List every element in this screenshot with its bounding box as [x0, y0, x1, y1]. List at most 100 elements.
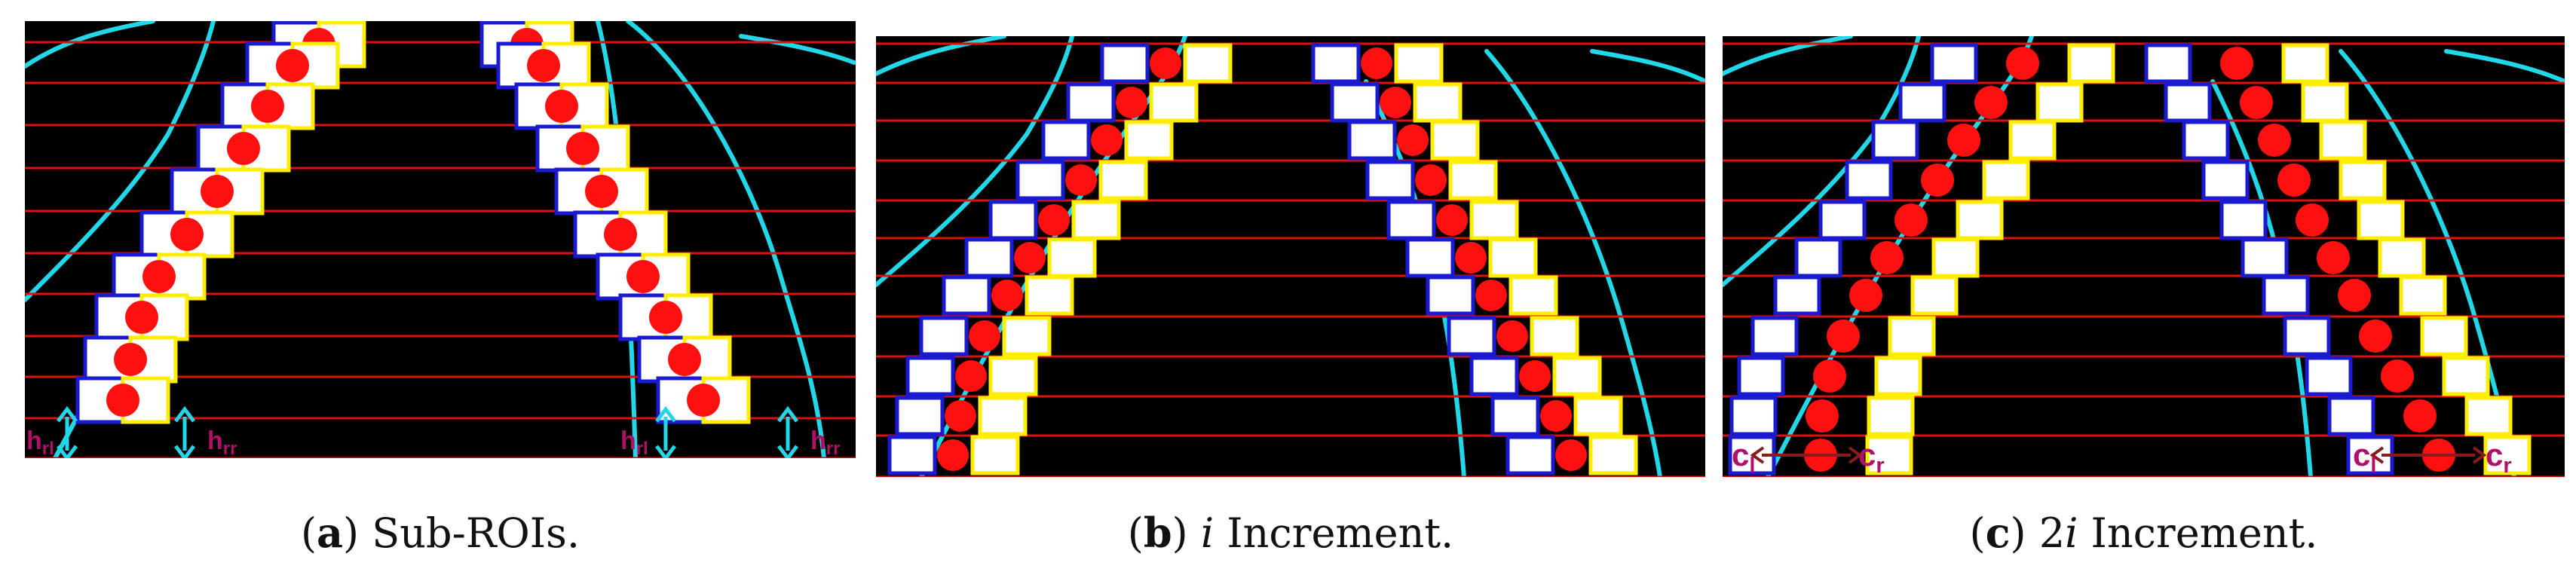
- lane-boundary-curve: [25, 21, 216, 302]
- window-center-dot: [2240, 86, 2273, 119]
- window-center-dot: [1947, 124, 1980, 157]
- sub-roi-box: [1865, 435, 1913, 476]
- lane-boundary-curve: [25, 21, 155, 69]
- panel-b-canvas: [876, 36, 1705, 477]
- c-r-label-right: cr: [2486, 437, 2512, 477]
- lane-boundary-curve: [739, 34, 856, 65]
- window-center-dot: [2296, 203, 2329, 237]
- sub-roi-box: [942, 275, 991, 316]
- window-center-dot: [527, 49, 560, 82]
- sub-roi-box: [970, 435, 1020, 476]
- lane-boundary-curve: [2444, 49, 2565, 84]
- sub-roi-box: [1729, 396, 1778, 436]
- window-center-dot: [2220, 47, 2253, 80]
- window-center-dot: [106, 384, 139, 417]
- window-center-dot: [1921, 164, 1954, 197]
- sub-roi-box: [1509, 275, 1558, 316]
- sub-roi-box: [1910, 275, 1959, 316]
- lane-boundary-curve: [1723, 36, 1853, 76]
- window-center-dot: [1455, 242, 1487, 274]
- sub-roi-box: [1588, 435, 1638, 476]
- caption-a: (a) Sub-ROIs.: [300, 509, 580, 557]
- height-arrow-right-head: [655, 405, 676, 423]
- sub-roi-box: [2305, 356, 2353, 396]
- sub-roi-box: [1930, 43, 1978, 84]
- c-l-label: cl: [1732, 437, 1755, 477]
- sub-roi-box: [2144, 43, 2192, 84]
- sub-roi-box: [1330, 82, 1380, 123]
- sub-roi-box: [2281, 43, 2329, 84]
- window-center-dot: [1894, 203, 1928, 237]
- window-center-dot: [1361, 47, 1392, 79]
- window-center-dot: [2277, 164, 2311, 197]
- window-center-dot: [668, 343, 701, 376]
- sub-roi-box: [1488, 237, 1538, 278]
- window-center-dot: [1436, 204, 1468, 236]
- sub-roi-box: [1469, 356, 1519, 396]
- window-center-dot: [1415, 164, 1447, 196]
- sub-roi-box: [2164, 82, 2212, 123]
- caption-c-letter: c: [1985, 509, 2011, 557]
- sub-roi-box: [2035, 82, 2084, 123]
- height-arrow-left-head: [57, 405, 78, 423]
- height-arrow-right-right-head: [777, 445, 798, 458]
- sub-roi-box: [1751, 316, 1799, 356]
- sub-roi-box: [1982, 160, 2030, 200]
- h-rr-label: hrr: [207, 427, 237, 458]
- sub-roi-box: [1025, 275, 1074, 316]
- sub-roi-box: [1002, 316, 1052, 356]
- sub-roi-box: [2283, 316, 2331, 356]
- height-arrow-right-head: [655, 445, 676, 458]
- sub-roi-box: [1347, 120, 1397, 161]
- window-center-dot: [1806, 399, 1839, 433]
- caption-a-letter: a: [317, 509, 344, 557]
- window-center-dot: [991, 280, 1023, 311]
- sub-roi-box: [1867, 396, 1915, 436]
- caption-b-text: Increment.: [1227, 509, 1454, 557]
- height-arrow-left-right-head: [174, 445, 195, 458]
- sub-roi-box: [2378, 237, 2426, 278]
- sub-roi-box: [1124, 120, 1174, 161]
- caption-c-prefix: 2: [2038, 509, 2066, 557]
- sub-roi-box: [1845, 160, 1893, 200]
- window-center-dot: [566, 132, 599, 165]
- lane-boundary-curve: [1723, 36, 1921, 287]
- window-center-dot: [276, 49, 309, 82]
- sub-roi-box: [1430, 120, 1480, 161]
- sub-roi-box: [1552, 356, 1602, 396]
- sub-roi-box: [2008, 120, 2057, 161]
- sub-roi-box: [1447, 316, 1496, 356]
- h-rl-label: hrl: [26, 427, 54, 458]
- window-center-dot: [1475, 280, 1507, 311]
- sub-roi-box: [2464, 396, 2513, 436]
- sub-roi-box: [905, 356, 955, 396]
- caption-b-letter: b: [1143, 509, 1172, 557]
- lane-boundary-curve: [876, 36, 1074, 287]
- window-center-dot: [1380, 87, 1411, 118]
- sub-roi-box: [1737, 356, 1785, 396]
- sub-roi-box: [895, 396, 945, 436]
- window-center-dot: [142, 260, 176, 293]
- sub-roi-box: [2201, 160, 2250, 200]
- sub-roi-box: [1394, 43, 1444, 84]
- window-center-dot: [1150, 47, 1181, 79]
- h-rl-label-right: hrl: [620, 427, 648, 458]
- window-center-dot: [626, 260, 660, 293]
- sub-roi-box: [988, 356, 1038, 396]
- window-center-dot: [2317, 241, 2350, 274]
- window-center-dot: [955, 360, 987, 392]
- window-center-dot: [251, 90, 284, 123]
- center-distance-arrow-right-head: [2369, 446, 2385, 464]
- window-center-dot: [1038, 204, 1070, 236]
- sub-roi-box: [1448, 160, 1498, 200]
- sub-roi-box: [2357, 200, 2405, 240]
- sub-roi-box: [1311, 43, 1361, 84]
- sub-roi-box: [2420, 316, 2468, 356]
- sub-roi-box: [1931, 237, 1980, 278]
- window-center-dot: [114, 343, 147, 376]
- sub-roi-box: [988, 200, 1038, 240]
- sub-roi-box: [1818, 200, 1867, 240]
